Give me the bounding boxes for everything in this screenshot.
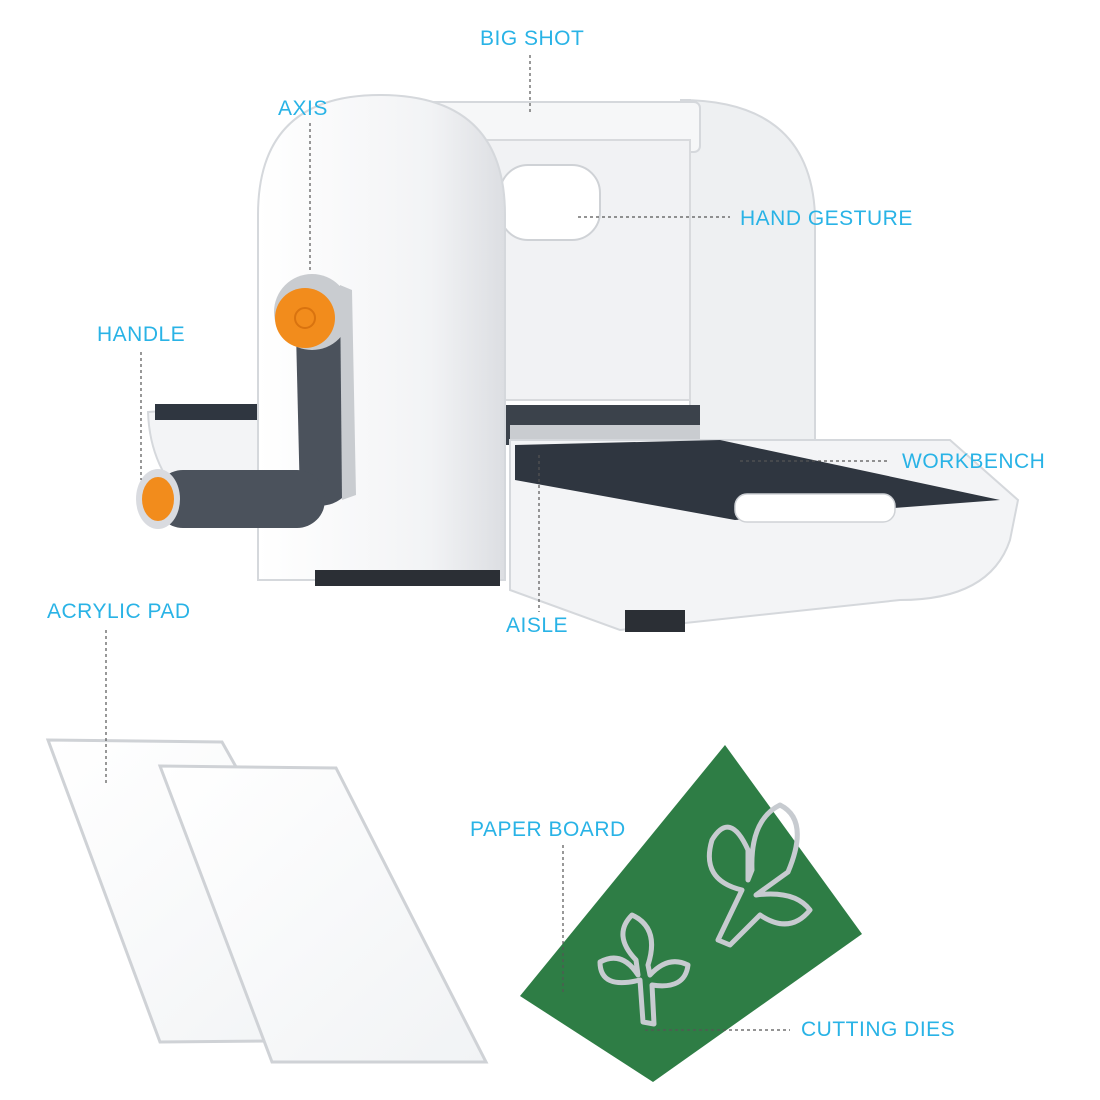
label-hand-gesture: HAND GESTURE: [740, 207, 913, 230]
label-aisle: AISLE: [506, 614, 569, 637]
leaf-cutting-die-icon: [597, 802, 813, 1027]
label-big-shot: BIG SHOT: [480, 27, 585, 50]
label-paper-board: PAPER BOARD: [470, 818, 626, 841]
label-axis: AXIS: [278, 97, 328, 120]
label-acrylic-pad: ACRYLIC PAD: [47, 600, 191, 623]
acrylic-pads-illustration: [45, 738, 489, 1064]
label-workbench: WORKBENCH: [902, 450, 1046, 473]
machine-illustration: [136, 93, 1020, 632]
paper-board-illustration: [520, 745, 862, 1082]
label-handle: HANDLE: [97, 323, 186, 346]
label-cutting-dies: CUTTING DIES: [801, 1018, 956, 1041]
